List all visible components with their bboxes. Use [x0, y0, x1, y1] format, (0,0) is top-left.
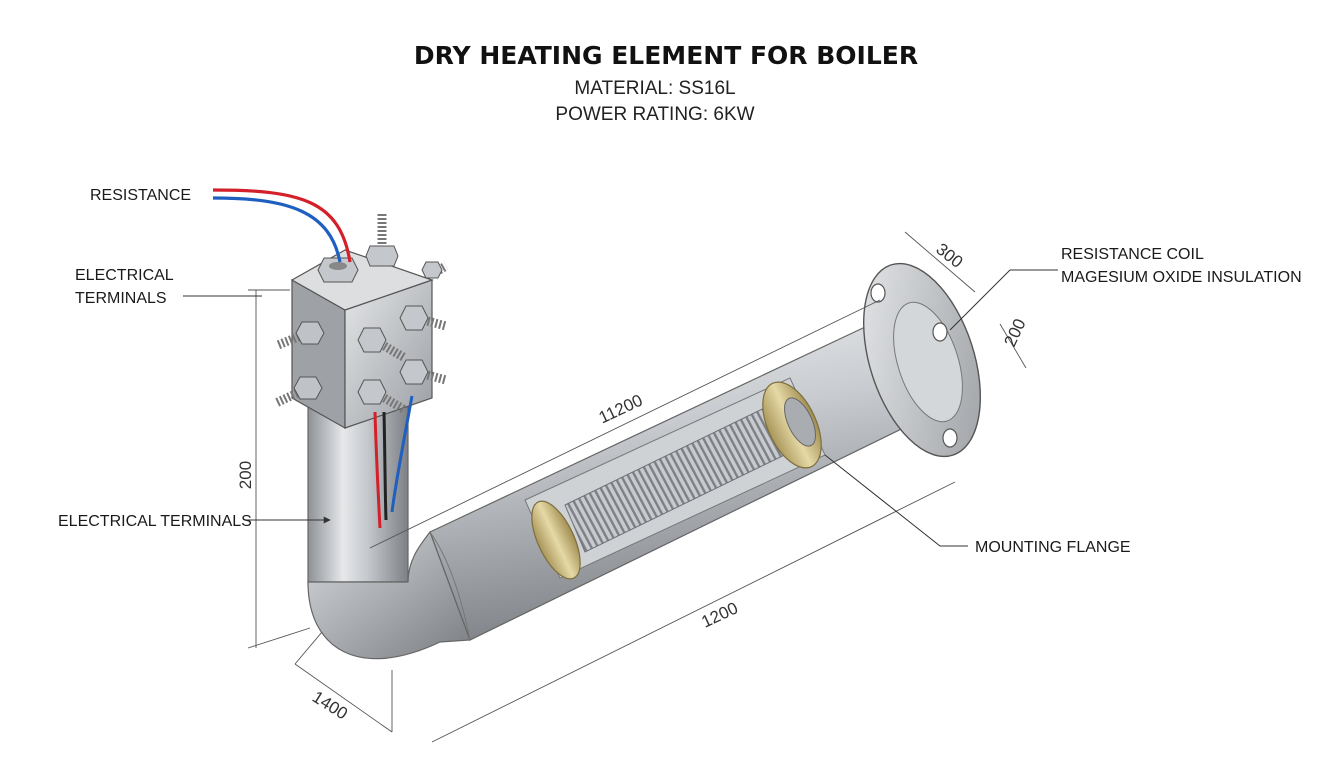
dim-flange-width: 300: [932, 239, 966, 271]
insulation-ring-left: [531, 500, 581, 580]
label-mounting-flange: MOUNTING FLANGE: [975, 539, 1131, 556]
flange-bolt-hole: [870, 283, 886, 303]
terminal-stud: [399, 305, 448, 331]
label-resistance-coil: RESISTANCE COIL: [1061, 246, 1204, 263]
elbow-bend: [307, 530, 471, 660]
power-subtitle: POWER RATING: 6KW: [555, 104, 754, 125]
label-electrical-terminals-mid: ELECTRICAL TERMINALS: [58, 513, 252, 530]
red-wire: [212, 188, 352, 263]
blue-wire: [212, 196, 342, 263]
power-wires: [212, 188, 414, 529]
vertical-tube: [307, 399, 409, 586]
black-wire: [382, 411, 388, 521]
terminal-stud: [399, 359, 448, 385]
terminal-stud: [357, 327, 408, 362]
dim-vertical-height: 200: [236, 461, 255, 489]
terminal-stud: [274, 376, 323, 408]
blue-wire-lower: [390, 395, 414, 513]
terminal-stud: [357, 379, 408, 414]
dim-bend-width: 1400: [309, 687, 351, 723]
terminal-stud: [276, 321, 325, 350]
dim-tube-lower: 1200: [699, 598, 741, 631]
terminal-stud: [421, 261, 449, 279]
dim-tube-upper: 11200: [596, 391, 646, 428]
dim-flange-height: 200: [1000, 316, 1029, 350]
flange-bolt-hole: [932, 322, 948, 342]
terminal-studs: [274, 212, 449, 414]
flange-bolt-hole: [942, 428, 958, 448]
terminal-stud: [365, 212, 399, 267]
mounting-flange: [862, 262, 982, 458]
label-resistance: RESISTANCE: [90, 187, 191, 204]
dimension-lines: [247, 231, 1027, 743]
material-subtitle: MATERIAL: SS16L: [574, 78, 735, 99]
red-wire-lower: [373, 411, 382, 529]
label-insulation: MAGESIUM OXIDE INSULATION: [1061, 269, 1302, 286]
leader-lines: [183, 269, 1058, 547]
terminal-stud: [317, 257, 359, 283]
label-electrical-terminals-top-2: TERMINALS: [75, 290, 167, 307]
diagram-title: DRY HEATING ELEMENT FOR BOILER: [414, 41, 918, 70]
label-electrical-terminals-top-1: ELECTRICAL: [75, 267, 174, 284]
